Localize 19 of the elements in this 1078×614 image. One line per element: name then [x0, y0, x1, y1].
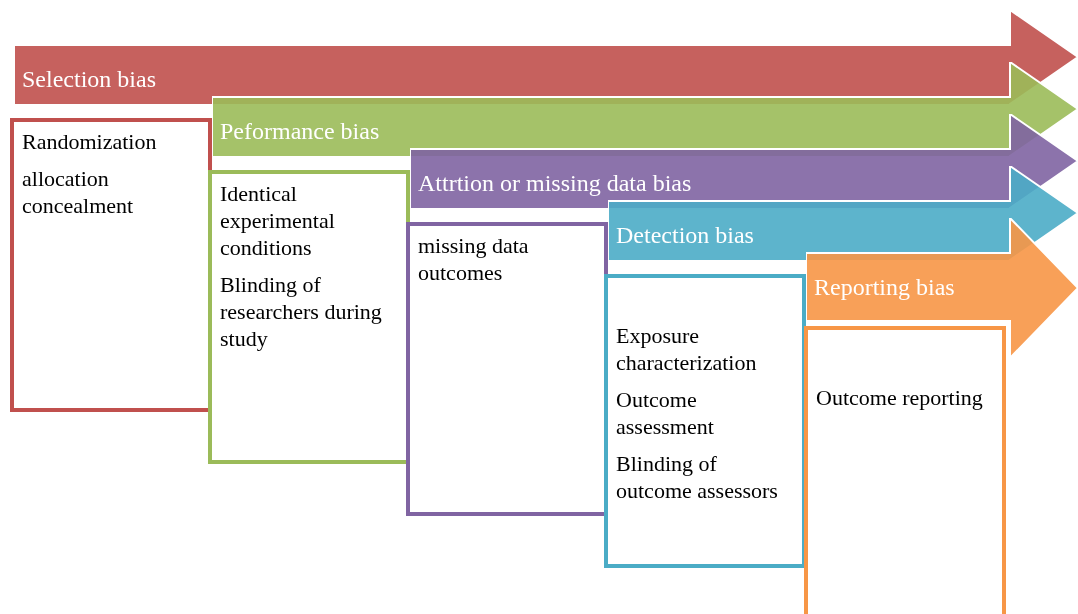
heading-text: Selection bias	[22, 65, 156, 93]
content-box	[604, 274, 806, 568]
heading-text: Attrtion or missing data bias	[418, 169, 692, 197]
body-text: Outcome reporting	[816, 384, 984, 411]
body-text: Outcome assessment	[616, 386, 715, 440]
content-box	[10, 118, 212, 412]
heading-text: Detection bias	[616, 221, 754, 249]
body-text: Blinding of researchers during study	[220, 271, 383, 352]
heading-text: Peformance bias	[220, 117, 380, 145]
body-text: missing data outcomes	[418, 232, 530, 286]
body-text: allocation concealment	[22, 165, 135, 219]
body-text: Blinding of outcome assessors	[616, 450, 779, 504]
content-box	[406, 222, 608, 516]
body-text: Identical experimental conditions	[220, 180, 336, 261]
content-box	[804, 326, 1006, 614]
content-box	[208, 170, 410, 464]
body-text: Randomization	[22, 128, 158, 155]
heading-text: Reporting bias	[814, 273, 955, 301]
body-text: Exposure characterization	[616, 322, 758, 376]
